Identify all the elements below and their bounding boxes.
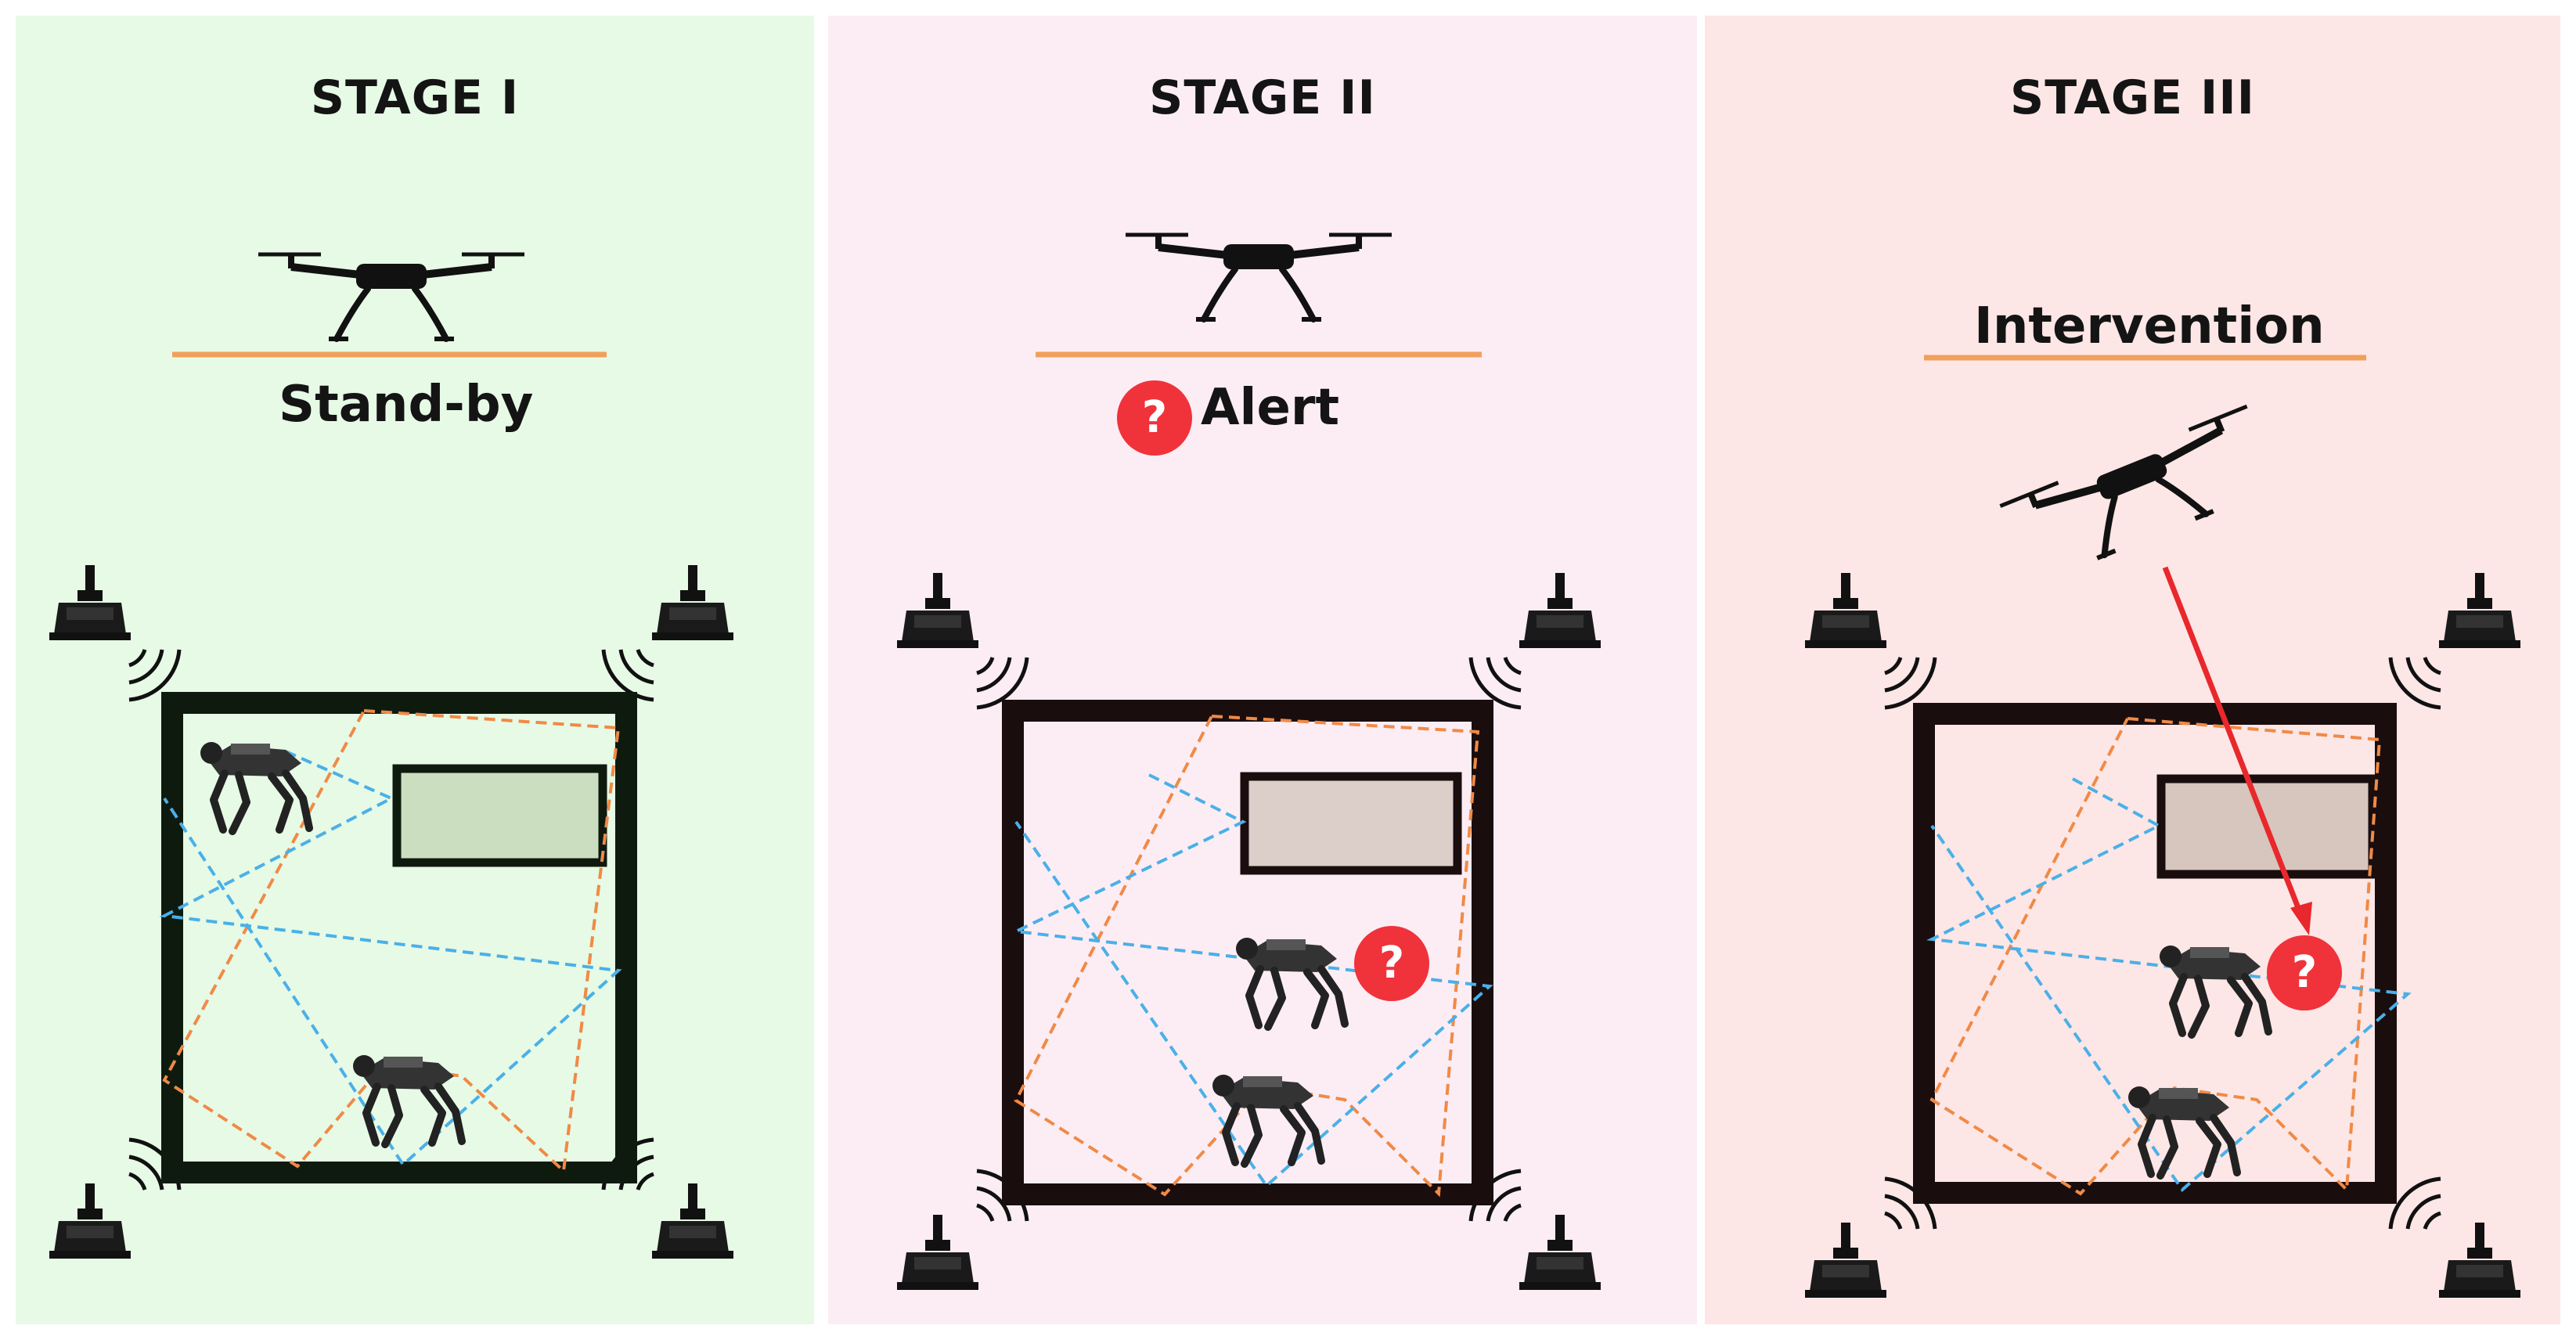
signal-waves-icon <box>1468 657 1522 710</box>
orange-patrol-path <box>1929 717 2382 1196</box>
drone-icon <box>1999 404 2248 560</box>
quadruped-robot-icon <box>353 1055 466 1148</box>
quadruped-robot-icon <box>2160 946 2272 1039</box>
antenna-beacon-icon <box>49 1183 131 1259</box>
stage-1-panel: STAGE I <box>16 16 814 1324</box>
stage-2-title: STAGE II <box>1149 70 1376 125</box>
stage-1-status: Stand-by <box>279 376 534 434</box>
quadruped-robot-icon <box>1212 1075 1325 1168</box>
antenna-beacon-icon <box>1805 573 1886 648</box>
intervention-arrow <box>2162 566 2312 935</box>
signal-waves-icon <box>601 649 654 702</box>
antenna-beacon-icon <box>1519 1215 1601 1290</box>
stage-2-panel: STAGE II <box>828 16 1697 1324</box>
antenna-beacon-icon <box>897 1215 978 1290</box>
antenna-beacon-icon <box>1519 573 1601 648</box>
stage-2-scene <box>897 232 1601 1290</box>
antenna-beacon-icon <box>652 565 733 640</box>
antenna-beacon-icon <box>1805 1223 1886 1298</box>
signal-waves-icon <box>128 649 182 702</box>
alert-question-badge: ? <box>1354 926 1429 1001</box>
antenna-beacon-icon <box>897 573 978 648</box>
signal-waves-icon <box>2388 657 2441 710</box>
signal-waves-icon <box>1884 657 1937 710</box>
quadruped-robot-icon <box>200 742 313 835</box>
obstacle-box <box>1240 772 1462 875</box>
antenna-beacon-icon <box>2439 573 2520 648</box>
signal-waves-icon <box>976 657 1029 710</box>
arena-wall <box>161 692 637 1183</box>
alert-question-badge: ? <box>2267 935 2342 1010</box>
blue-patrol-path <box>159 750 622 1168</box>
stage-3-panel: STAGE III <box>1705 16 2560 1324</box>
antenna-beacon-icon <box>652 1183 733 1259</box>
arena-wall <box>1913 703 2397 1204</box>
stage-3-title: STAGE III <box>2009 70 2255 125</box>
antenna-beacon-icon <box>49 565 131 640</box>
stage-1-title: STAGE I <box>310 70 520 125</box>
drone-icon <box>1126 232 1392 322</box>
alert-question-badge: ? <box>1117 380 1192 456</box>
signal-waves-icon <box>2388 1176 2441 1230</box>
drone-icon <box>258 252 524 342</box>
quadruped-robot-icon <box>2128 1086 2241 1180</box>
obstacle-box <box>392 764 607 867</box>
antenna-beacon-icon <box>2439 1223 2520 1298</box>
stage-3-status: Intervention <box>1974 297 2325 355</box>
arena-wall <box>1002 700 1493 1205</box>
stage-3-scene <box>1805 355 2520 1298</box>
stage-2-status: Alert <box>1201 379 1340 437</box>
quadruped-robot-icon <box>1236 938 1349 1031</box>
stage-1-scene <box>49 252 733 1259</box>
